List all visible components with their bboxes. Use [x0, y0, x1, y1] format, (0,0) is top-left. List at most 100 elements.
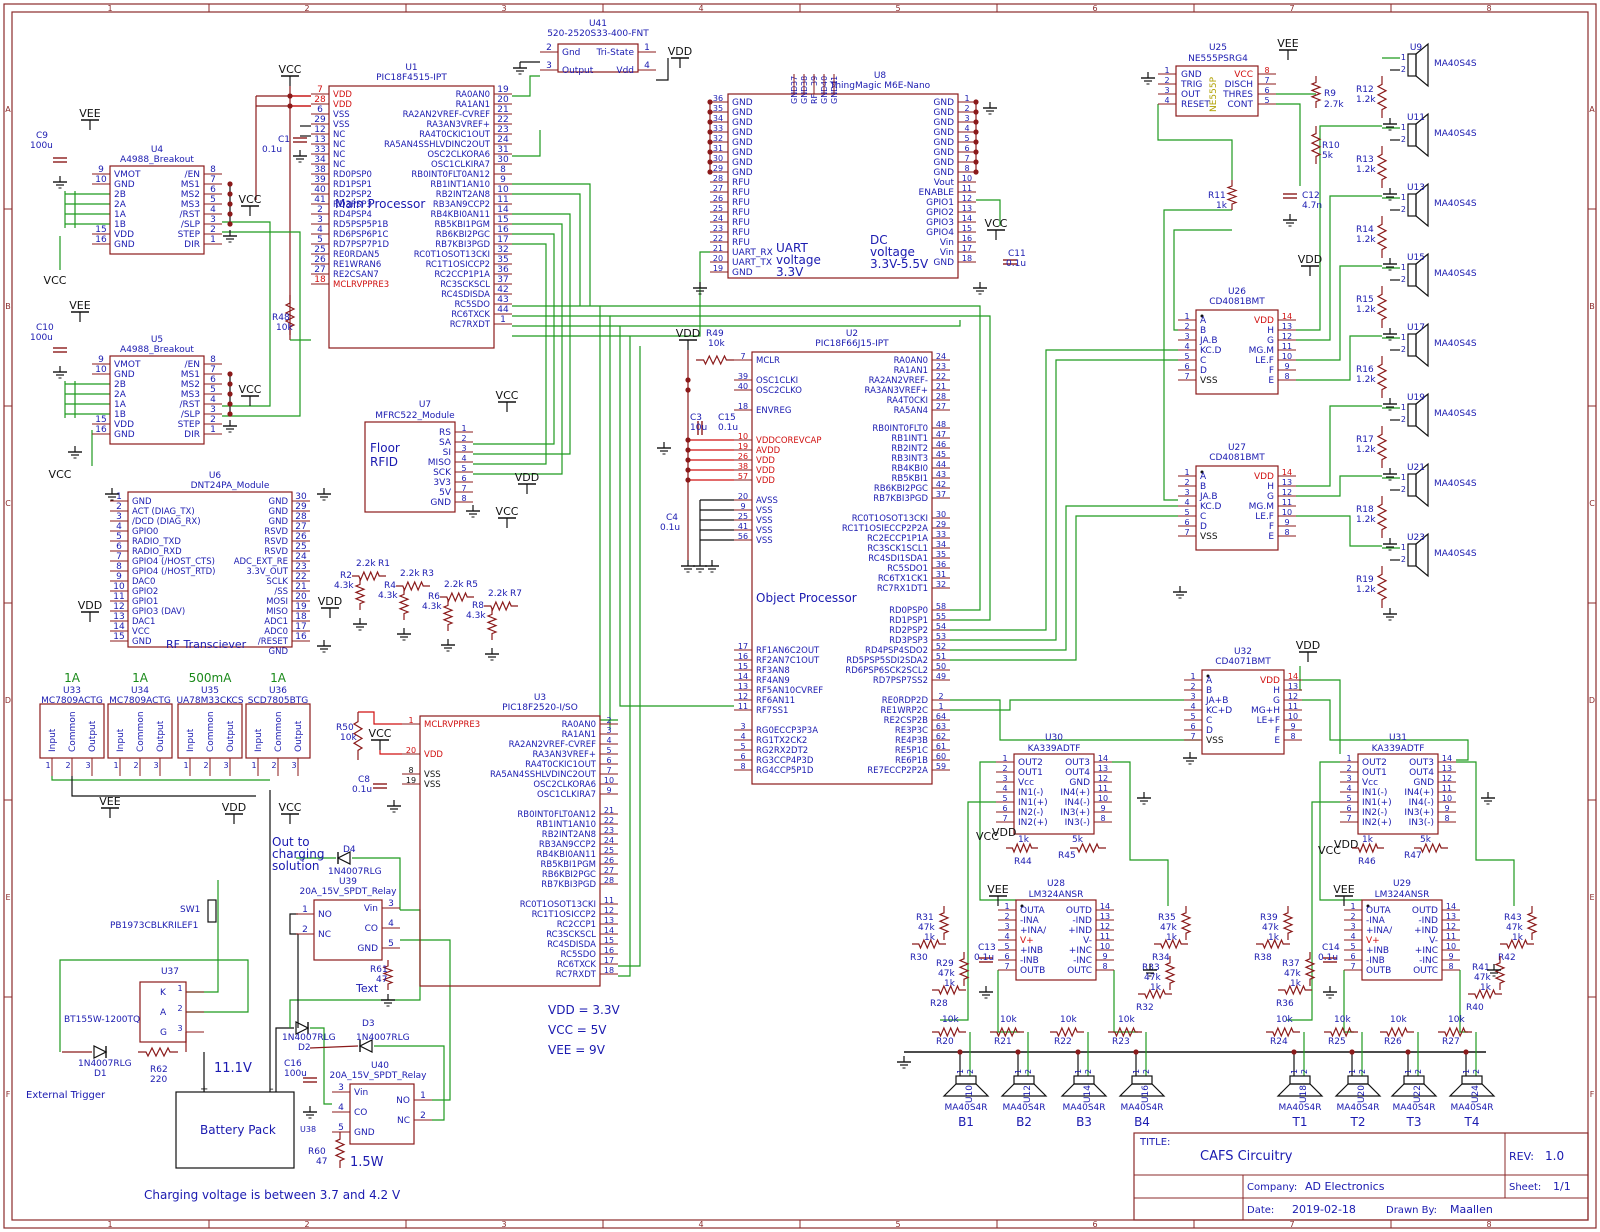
component-ref: U1	[405, 63, 417, 73]
pin-name: RB0INT0FLT0	[872, 424, 928, 434]
pin-number: 31	[497, 145, 508, 155]
pin-number: 2	[203, 761, 208, 770]
u3-body	[419, 715, 601, 987]
ground-symbol	[387, 800, 401, 813]
pin1-marker	[1020, 904, 1024, 908]
signal-wire	[1296, 195, 1382, 341]
diode-body	[295, 1021, 310, 1035]
pin-name: GND	[830, 86, 839, 104]
junction	[227, 391, 233, 397]
pin-name: VDD	[1260, 676, 1280, 686]
rf-divider-resistor	[486, 608, 498, 640]
pin-number: 7	[1184, 372, 1189, 381]
receiver-cone	[1390, 1083, 1438, 1097]
u3-pic18f2520: U3PIC18F2520-I/SOMCLRVPPRE31VDD20VSS8VSS…	[402, 693, 618, 987]
pin-number: 40	[314, 185, 326, 195]
pin-number: 13	[1282, 478, 1292, 487]
resistor-ref: R43	[1504, 913, 1522, 923]
pin-name: RC6TX1CK1	[878, 574, 928, 584]
feedback-resistor	[1180, 906, 1192, 940]
pin-name: Vin	[364, 904, 378, 914]
pin-number: 1	[1350, 902, 1355, 911]
ground-symbol	[705, 560, 719, 573]
pin-name: THRES	[1222, 90, 1253, 100]
vdd-label: VDD	[1334, 838, 1358, 851]
pin-number: 3	[1164, 86, 1169, 95]
pin-number: 55	[936, 612, 946, 621]
pin-number: 18	[738, 402, 748, 411]
c14-value: 0.1u	[1318, 953, 1338, 963]
pin-name: RA3AN3VREF+	[427, 120, 490, 130]
pin-name: CO	[365, 924, 378, 934]
d1-ref: D1	[94, 1069, 107, 1079]
power-symbol: VCC	[239, 383, 262, 406]
resistor-body	[1376, 216, 1388, 258]
pin-name: STEP	[178, 420, 201, 430]
transducer-body	[1407, 473, 1417, 497]
transducer-cone	[1415, 392, 1429, 438]
pin-number: 12	[113, 602, 124, 612]
frame-row-label: B	[1589, 302, 1595, 311]
pin-number: 11	[604, 896, 614, 905]
pin-number: 2	[1401, 275, 1406, 284]
pin-name: OSC1CLKIRA7	[431, 160, 490, 170]
component-part: ThingMagic M6E-Nano	[829, 81, 931, 91]
pin-name: NO	[396, 1096, 410, 1106]
pin-number: 48	[936, 420, 946, 429]
pin-name: RG3CCP4P3D	[756, 756, 814, 766]
pin-number: 3	[740, 722, 745, 731]
power-symbol: VEE	[987, 883, 1009, 906]
resistor-ref: R23	[1112, 1037, 1130, 1047]
c3-value: 10u	[690, 423, 707, 433]
resistor-ref: R42	[1498, 953, 1516, 963]
pin-number: 2	[1414, 1069, 1423, 1074]
pin-number: 1	[1014, 1069, 1023, 1074]
pin-name: MG.M	[1249, 502, 1274, 512]
pin-number: 32	[497, 245, 508, 255]
pin-name: OUT3	[1065, 758, 1090, 768]
pin-number: 38	[314, 165, 326, 175]
pin-number: 14	[1098, 754, 1108, 763]
receiver-cone	[1118, 1083, 1166, 1097]
resistor-ref: R4	[384, 581, 396, 591]
receiver-cone	[1276, 1083, 1324, 1097]
pin-name: RC5SDO	[561, 950, 597, 960]
pin-name: DIR	[184, 240, 200, 250]
pin-number: 1	[1002, 754, 1007, 763]
pin-name: RD2PSP2	[889, 626, 928, 636]
transmitter-resistor	[1376, 496, 1388, 538]
power-symbol: VDD	[78, 599, 102, 622]
pin-name: RC1T1OSICCP2	[426, 260, 490, 270]
pin-name: VSS	[756, 506, 773, 516]
c9-value: 100u	[30, 141, 53, 151]
pin-name: GND	[732, 268, 753, 278]
pin-name: LE.F	[1255, 356, 1274, 366]
receiver-resistor	[932, 1026, 966, 1038]
junction	[1291, 1049, 1297, 1055]
pin-number: 3	[964, 114, 969, 123]
junction	[1133, 1049, 1139, 1055]
component-ref: U21	[1407, 463, 1425, 473]
resistor-body	[354, 578, 366, 610]
c8-capacitor	[373, 783, 387, 789]
resistor-ref: R15	[1356, 295, 1374, 305]
pin-number: 14	[738, 672, 748, 681]
r62-resistor	[138, 1046, 178, 1058]
junction	[227, 221, 233, 227]
pin-name: RE2CSP2B	[884, 716, 929, 726]
transducer-body	[1407, 193, 1417, 217]
resistor-body	[1494, 956, 1506, 990]
sw1-ref: SW1	[180, 905, 200, 915]
junction	[707, 159, 713, 165]
resistor-body	[484, 600, 518, 612]
pin-name: GPIO4	[926, 228, 954, 238]
receiver-label: T1	[1292, 1115, 1308, 1129]
junction	[287, 103, 293, 109]
r10-resistor	[1310, 126, 1322, 164]
component-part: SCD7805BTG	[248, 696, 309, 706]
receiver-resistor	[990, 1026, 1024, 1038]
resistor-body	[932, 1026, 966, 1038]
signal-wire	[950, 515, 1178, 661]
feedback-resistor	[1282, 906, 1294, 940]
pin-name: GND	[732, 118, 753, 128]
